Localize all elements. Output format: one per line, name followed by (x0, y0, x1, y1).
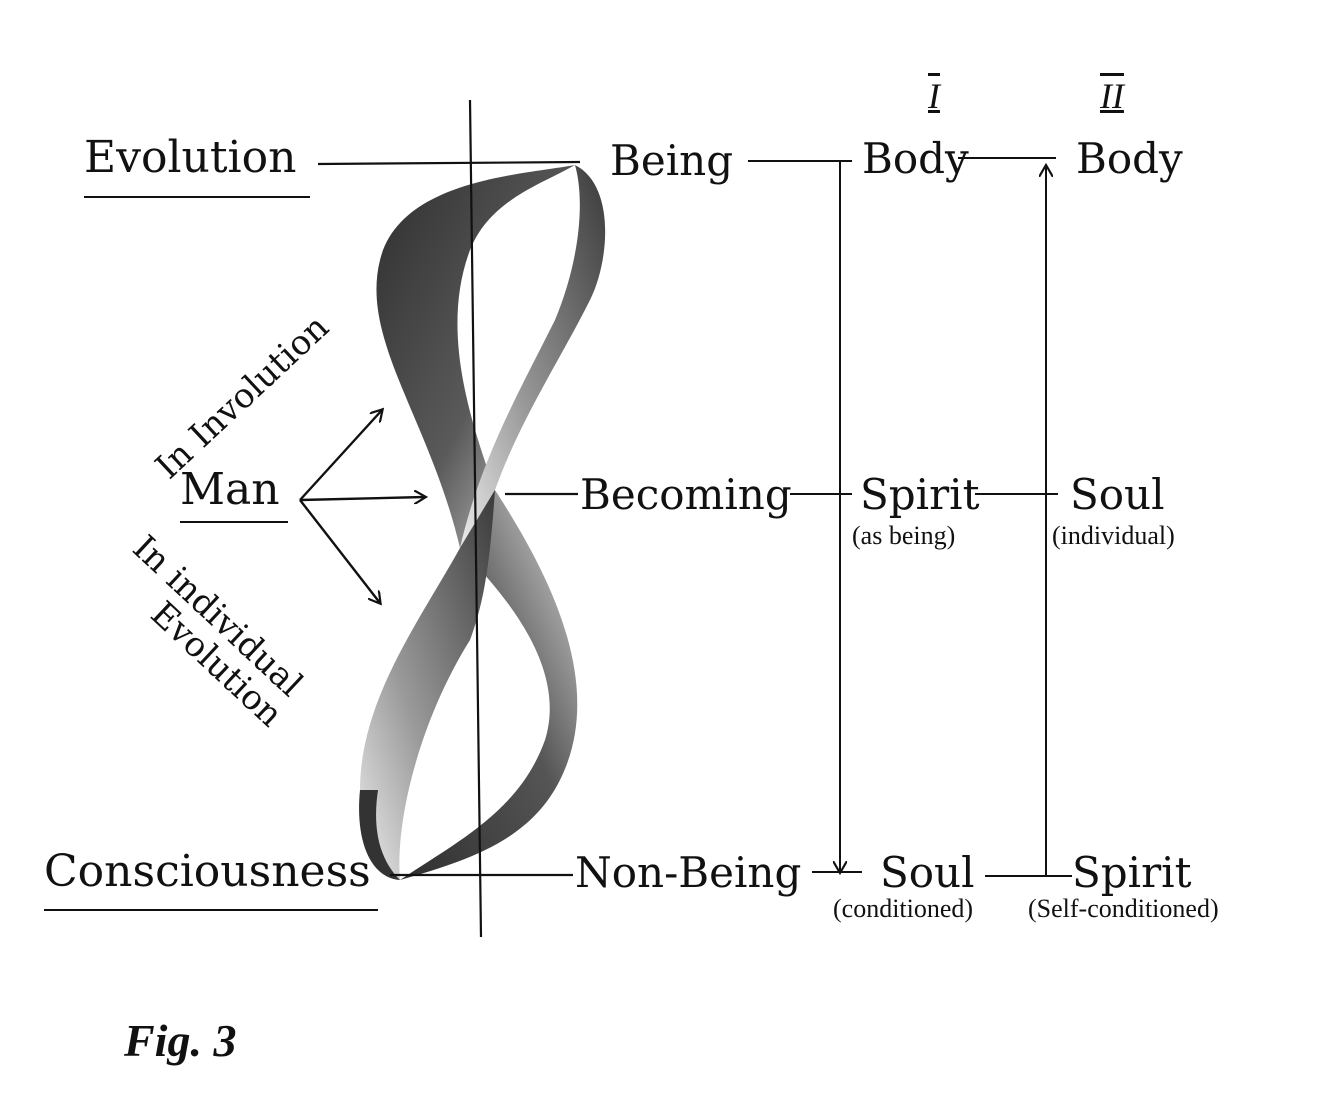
column-ii-numeral: II (1100, 76, 1124, 116)
being-label: Being (610, 136, 734, 185)
column-i-spirit-note: (as being) (852, 521, 956, 550)
column-i-numeral: I (928, 76, 940, 116)
column-ii-body-label: Body (1076, 134, 1183, 183)
column-i-spirit-label: Spirit (860, 470, 980, 519)
column-ii-soul-note: (individual) (1052, 521, 1175, 550)
becoming-label: Becoming (580, 470, 792, 519)
column-i-soul-note: (conditioned) (833, 894, 974, 923)
consciousness-label: Consciousness (44, 846, 371, 897)
column-ii-spirit-label: Spirit (1072, 848, 1192, 897)
man-label: Man (180, 464, 280, 515)
vertical-axis (468, 99, 483, 938)
man-arrows (299, 410, 425, 603)
column-ii-spirit-note: (Self-conditioned) (1028, 894, 1219, 923)
column-i-body-label: Body (862, 134, 969, 183)
figure-eight-ribbon (359, 165, 606, 880)
evolution-label: Evolution (84, 132, 297, 183)
evolution-line (317, 160, 581, 166)
non-being-label: Non-Being (575, 848, 802, 897)
column-i-soul-label: Soul (880, 848, 975, 897)
figure-caption: Fig. 3 (124, 1015, 237, 1066)
column-ii-soul-label: Soul (1070, 470, 1165, 519)
